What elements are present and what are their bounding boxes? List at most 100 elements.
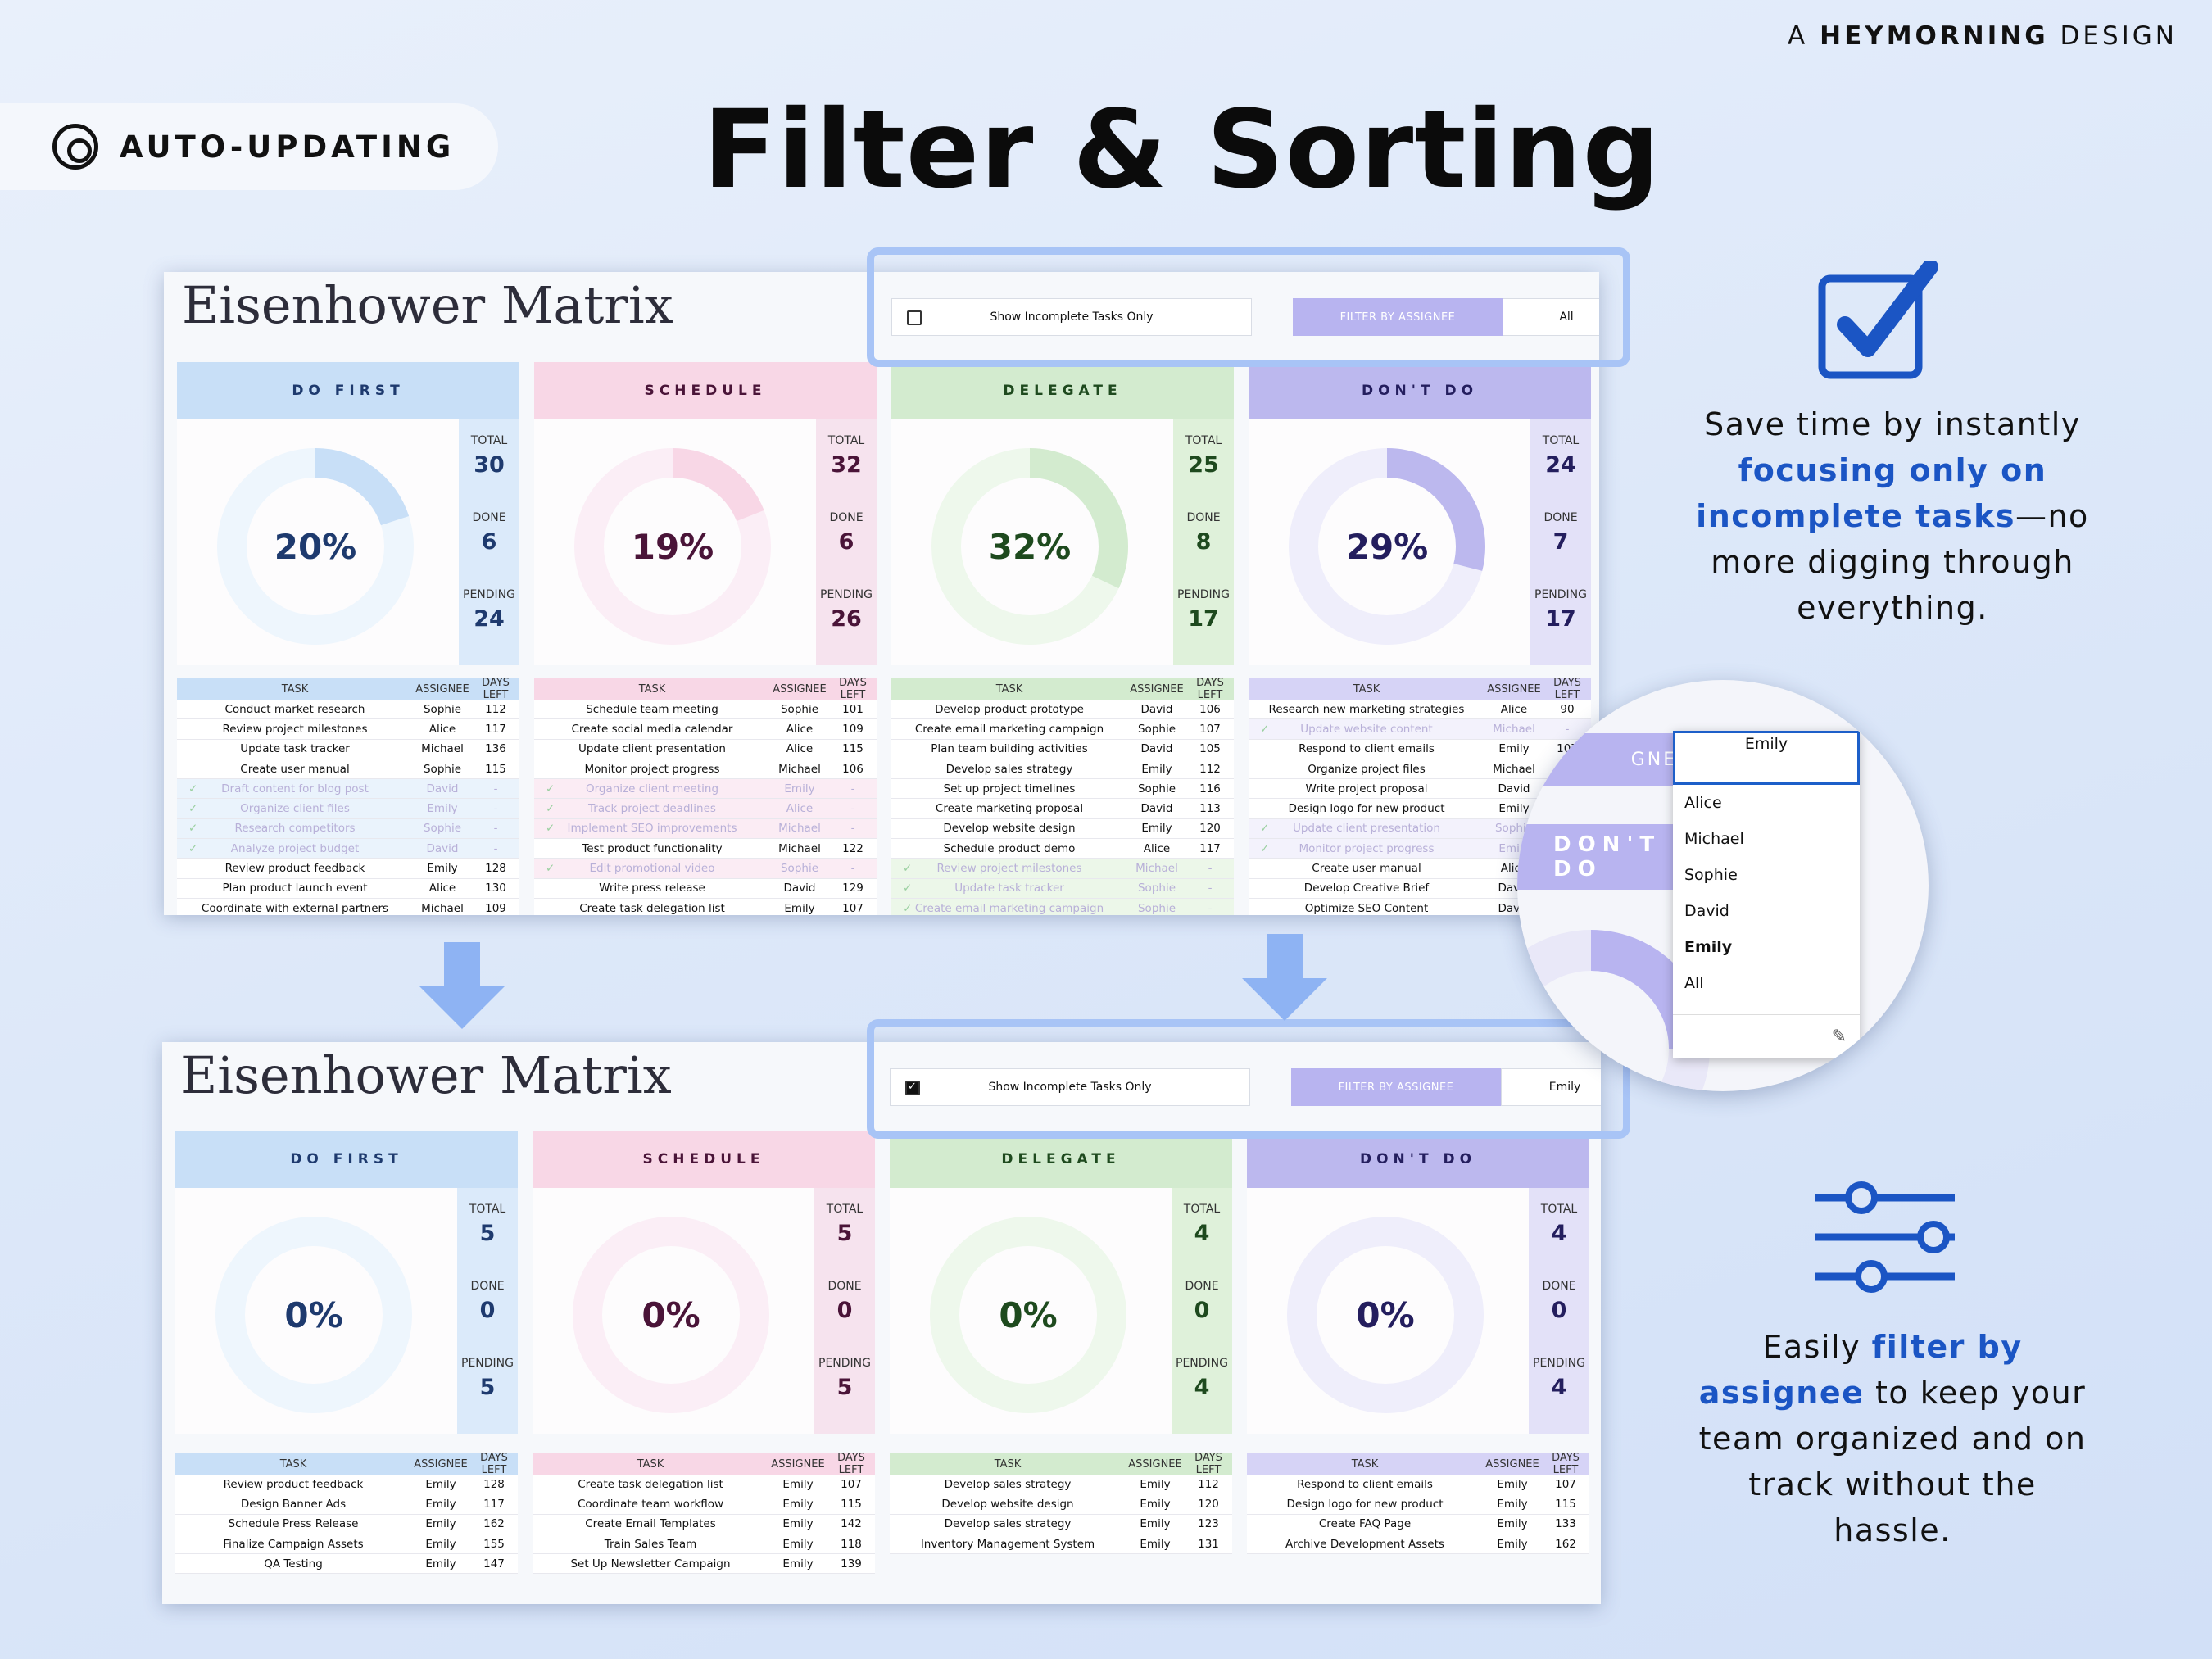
task-assignee: Alice xyxy=(1143,841,1171,855)
checkbox-label: Show Incomplete Tasks Only xyxy=(988,1081,1152,1094)
task-assignee: Emily xyxy=(1141,822,1172,836)
stat-label-done: DONE xyxy=(829,511,863,524)
quadrant-title: SCHEDULE xyxy=(533,1131,875,1188)
donut-track xyxy=(930,1217,1126,1413)
incomplete-toggle[interactable]: Show Incomplete Tasks Only xyxy=(891,298,1252,336)
task-assignee: Alice xyxy=(1500,702,1528,716)
stat-value-done: 8 xyxy=(1195,529,1212,555)
dropdown-option-sophie[interactable]: Sophie xyxy=(1684,866,1738,884)
header-assignee: ASSIGNEE xyxy=(1485,1457,1539,1471)
task-assignee: Emily xyxy=(1497,1497,1528,1511)
task-name: Archive Development Assets xyxy=(1285,1537,1444,1551)
task-name: Create FAQ Page xyxy=(1318,1517,1412,1531)
dropdown-option-david[interactable]: David xyxy=(1684,902,1729,920)
task-name: Set Up Newsletter Campaign xyxy=(570,1557,731,1571)
task-days-left: 147 xyxy=(483,1557,505,1571)
stat-value-pending: 5 xyxy=(836,1375,853,1400)
pencil-icon[interactable]: ✎ xyxy=(1831,1027,1847,1047)
task-days-left: 90 xyxy=(1560,702,1575,716)
percent-complete: 32% xyxy=(988,526,1072,567)
task-assignee: Sophie xyxy=(1137,882,1176,895)
assignee-select[interactable]: All▼ xyxy=(1503,298,1599,336)
stat-label-done: DONE xyxy=(1186,511,1221,524)
checkbox-label: Show Incomplete Tasks Only xyxy=(990,310,1154,324)
incomplete-toggle[interactable]: Show Incomplete Tasks Only xyxy=(890,1068,1250,1106)
donut-track xyxy=(1287,1217,1484,1413)
show-incomplete-checkbox[interactable] xyxy=(905,1081,920,1095)
dropdown-option-alice[interactable]: Alice xyxy=(1684,794,1722,812)
dropdown-selected-value[interactable]: Emily xyxy=(1673,731,1860,785)
stat-label-total: TOTAL xyxy=(827,434,865,447)
task-days-left: 115 xyxy=(1555,1497,1576,1511)
task-days-left: 162 xyxy=(1555,1537,1576,1551)
dropdown-option-michael[interactable]: Michael xyxy=(1684,830,1744,848)
task-assignee: Michael xyxy=(421,742,464,756)
dropdown-option-emily[interactable]: Emily xyxy=(1684,938,1733,956)
stat-value-total: 5 xyxy=(836,1221,853,1246)
dropdown-option-all[interactable]: All xyxy=(1684,974,1704,992)
callout-filter-assignee: Easily filter by assignee to keep your t… xyxy=(1698,1329,2087,1548)
show-incomplete-checkbox[interactable] xyxy=(907,310,922,325)
task-assignee: Emily xyxy=(782,1557,814,1571)
stat-label-total: TOTAL xyxy=(1183,1203,1221,1216)
header-task: TASK xyxy=(1353,682,1380,696)
